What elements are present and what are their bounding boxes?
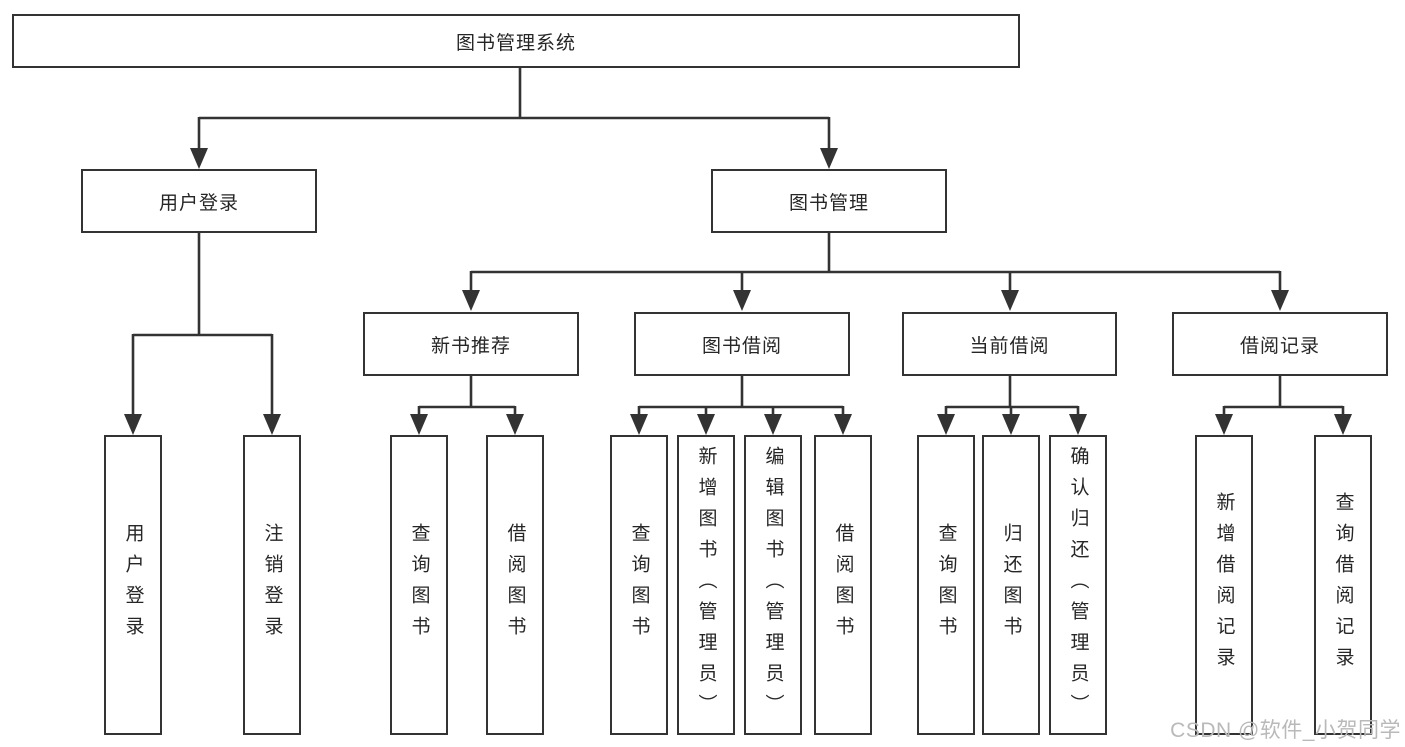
node-new-book-recommend: 新书推荐 [363,312,579,376]
node-user-login: 用户登录 [81,169,317,233]
leaf-logout: 注销登录 [243,435,301,735]
node-current-borrow-label: 当前借阅 [969,335,1050,357]
leaf-borrow-books-recommend-label: 借阅图书 [504,523,526,647]
node-borrow-records: 借阅记录 [1172,312,1388,376]
leaf-add-books-admin: 新增图书（管理员） [677,435,735,735]
leaf-confirm-return-admin: 确认归还（管理员） [1049,435,1107,735]
node-current-borrow: 当前借阅 [902,312,1117,376]
leaf-query-books-current-label: 查询图书 [935,523,957,647]
connector-new-book-branch [410,376,524,435]
node-borrow-records-label: 借阅记录 [1239,335,1320,357]
leaf-logout-label: 注销登录 [261,523,283,647]
leaf-confirm-return-admin-label: 确认归还（管理员） [1067,445,1089,725]
node-book-management-label: 图书管理 [788,192,869,214]
node-library-system-label: 图书管理系统 [455,32,576,54]
node-book-management: 图书管理 [711,169,947,233]
connector-current-borrow-branch [937,376,1087,435]
leaf-query-borrow-record: 查询借阅记录 [1314,435,1372,735]
leaf-add-borrow-record-label: 新增借阅记录 [1213,492,1235,678]
connector-user-login-branch [124,233,281,435]
connector-borrow-records-branch [1215,376,1352,435]
leaf-add-borrow-record: 新增借阅记录 [1195,435,1253,735]
leaf-user-login-label: 用户登录 [122,523,144,647]
leaf-edit-books-admin-label: 编辑图书（管理员） [762,445,784,725]
leaf-return-books-label: 归还图书 [1000,523,1022,647]
leaf-edit-books-admin: 编辑图书（管理员） [744,435,802,735]
node-book-borrow-label: 图书借阅 [701,335,782,357]
connector-book-management-branch [462,233,1289,311]
leaf-query-books-borrow-label: 查询图书 [628,523,650,647]
leaf-return-books: 归还图书 [982,435,1040,735]
leaf-query-books-recommend-label: 查询图书 [408,523,430,647]
leaf-query-books-current: 查询图书 [917,435,975,735]
connector-root-to-level2 [190,68,838,169]
node-book-borrow: 图书借阅 [634,312,850,376]
leaf-add-books-admin-label: 新增图书（管理员） [695,445,717,725]
node-user-login-label: 用户登录 [158,192,239,214]
leaf-borrow-books-label: 借阅图书 [832,523,854,647]
node-library-system: 图书管理系统 [12,14,1020,68]
leaf-borrow-books-recommend: 借阅图书 [486,435,544,735]
leaf-borrow-books: 借阅图书 [814,435,872,735]
leaf-query-books-borrow: 查询图书 [610,435,668,735]
leaf-query-books-recommend: 查询图书 [390,435,448,735]
leaf-user-login: 用户登录 [104,435,162,735]
node-new-book-recommend-label: 新书推荐 [430,335,511,357]
leaf-query-borrow-record-label: 查询借阅记录 [1332,492,1354,678]
connector-book-borrow-branch [630,376,852,435]
